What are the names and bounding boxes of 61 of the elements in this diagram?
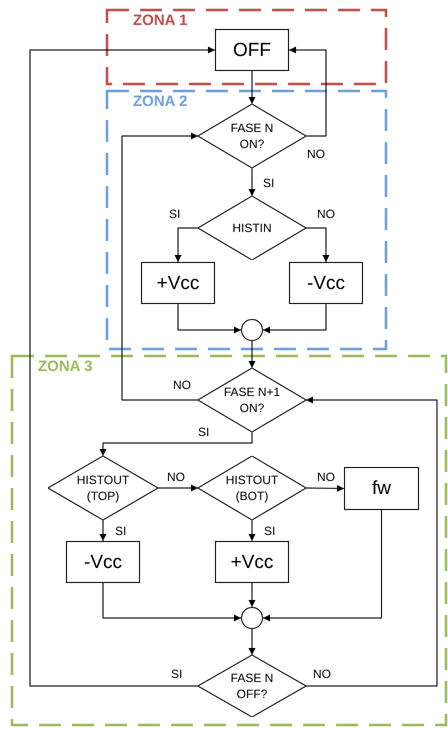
arrow xyxy=(178,304,242,334)
decision-text: FASE N OFF? xyxy=(230,670,274,702)
arrow xyxy=(248,582,256,608)
process-text: +Vcc xyxy=(156,274,200,292)
arrow xyxy=(102,582,242,622)
process-text: -Vcc xyxy=(307,274,345,292)
arrow xyxy=(306,228,330,262)
arrow xyxy=(30,46,216,686)
decision-diamond xyxy=(198,196,306,260)
arrow xyxy=(158,484,198,492)
edge-label: NO xyxy=(166,470,186,484)
decision-diamond xyxy=(198,456,306,520)
arrow xyxy=(262,304,326,334)
arrow xyxy=(306,484,344,492)
edge-label: SI xyxy=(114,524,128,538)
dashed-zone-frame xyxy=(107,91,386,349)
arrow xyxy=(248,340,256,368)
dashed-zone-frame xyxy=(12,356,446,725)
process-box xyxy=(215,29,289,71)
process-box xyxy=(141,262,215,304)
edge-label: SI xyxy=(262,176,276,190)
arrow xyxy=(248,520,256,542)
edge-label: SI xyxy=(263,524,276,538)
process-text: fw xyxy=(372,479,391,498)
arrow xyxy=(306,396,438,686)
arrow xyxy=(262,510,382,622)
arrow xyxy=(174,228,198,262)
arrow xyxy=(248,168,256,196)
zone-heading: ZONA 3 xyxy=(38,359,92,374)
edge-label: SI xyxy=(168,207,182,221)
arrow xyxy=(288,46,326,136)
process-box xyxy=(344,467,419,510)
edge-label: SI xyxy=(197,425,210,439)
decision-text: FASE N+1 ON? xyxy=(222,384,282,416)
edge-label: NO xyxy=(316,470,336,484)
process-text: +Vcc xyxy=(230,552,274,572)
process-box xyxy=(289,262,363,304)
arrow xyxy=(248,70,256,104)
edge-label: NO xyxy=(306,147,326,161)
decision-text: FASE N ON? xyxy=(230,120,274,152)
arrow xyxy=(122,132,198,400)
zone-heading: ZONA 2 xyxy=(133,94,188,109)
edge-label: NO xyxy=(172,378,192,392)
zone-heading: ZONA 1 xyxy=(133,13,188,28)
process-text: OFF xyxy=(233,40,271,60)
arrow xyxy=(248,628,256,656)
arrow xyxy=(100,432,252,456)
dashed-zone-frame xyxy=(107,10,386,84)
decision-diamond xyxy=(198,655,306,717)
decision-diamond xyxy=(48,456,158,520)
decision-diamond xyxy=(198,104,306,168)
process-text: -Vcc xyxy=(84,552,122,572)
edge-label: NO xyxy=(316,207,336,221)
edge-label: NO xyxy=(312,667,332,681)
process-box xyxy=(215,541,289,583)
edge-label: SI xyxy=(170,667,184,681)
decision-text: HISTOUT (BOT) xyxy=(224,472,280,504)
arrow xyxy=(100,520,106,542)
decision-text: HISTOUT (TOP) xyxy=(76,472,130,504)
process-box xyxy=(66,541,140,583)
decision-text: HISTIN xyxy=(231,220,273,236)
